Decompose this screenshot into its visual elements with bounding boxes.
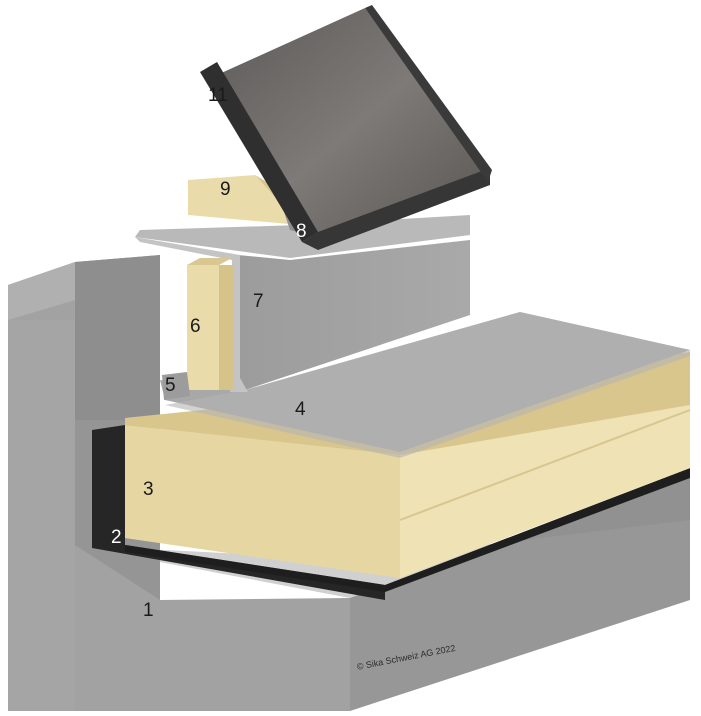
insulation-upstand [187, 258, 233, 390]
insulation-board [125, 352, 691, 578]
label-1: 1 [143, 600, 154, 621]
solar-panel [200, 5, 492, 250]
label-9: 9 [220, 179, 231, 200]
label-5: 5 [165, 375, 176, 396]
vapour-barrier-layer [92, 425, 690, 600]
upstand-wall [238, 240, 470, 390]
label-8: 8 [296, 221, 307, 242]
roof-membrane [160, 312, 690, 458]
insulation-wedge [162, 372, 190, 400]
label-7: 7 [253, 291, 264, 312]
label-3: 3 [143, 479, 154, 500]
label-11: 11 [208, 85, 228, 106]
label-2: 2 [111, 527, 122, 548]
membrane-flashing [135, 237, 248, 392]
label-4: 4 [295, 399, 306, 420]
label-6: 6 [190, 316, 201, 337]
